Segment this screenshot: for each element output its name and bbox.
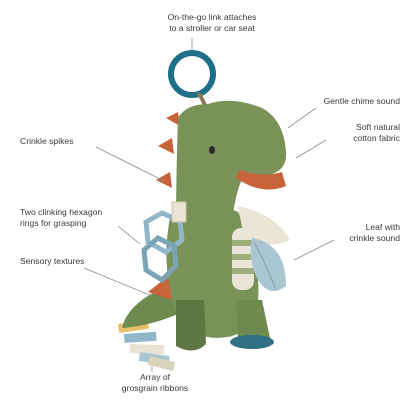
callout-ribbons-line2: grosgrain ribbons	[121, 383, 189, 393]
leaf-icon	[250, 238, 286, 292]
callout-link-line1: On-the-go link attaches	[167, 12, 257, 22]
crinkle-spikes	[148, 112, 180, 300]
callout-link: On-the-go link attaches to a stroller or…	[150, 12, 274, 34]
callout-rings: Two clinking hexagon rings for grasping	[20, 207, 130, 229]
callout-fabric-line1: Soft natural	[356, 122, 400, 132]
callout-rings-line1: Two clinking hexagon	[20, 207, 103, 217]
callout-ribbons-line1: Array of	[139, 372, 171, 382]
callout-fabric-line2: cotton fabric	[353, 133, 400, 143]
callout-leaf-line1: Leaf with	[365, 222, 400, 232]
callout-leaf-line2: crinkle sound	[349, 233, 400, 243]
link-ring-icon	[168, 50, 216, 98]
callout-fabric: Soft natural cotton fabric	[300, 122, 400, 144]
eye-icon	[209, 146, 215, 154]
striped-arm	[232, 228, 254, 290]
right-foot	[230, 335, 274, 349]
callout-textures-line1: Sensory textures	[20, 256, 85, 266]
callout-leaders	[83, 38, 335, 372]
callout-spikes-line1: Crinkle spikes	[20, 136, 74, 146]
callout-chime-line1: Gentle chime sound	[323, 96, 400, 106]
right-leg	[236, 300, 270, 347]
ring-strap	[171, 201, 187, 223]
mouth	[236, 170, 286, 190]
callout-leaf: Leaf with crinkle sound	[310, 222, 400, 244]
head	[176, 100, 287, 226]
callout-chime: Gentle chime sound	[290, 96, 400, 107]
callout-ribbons: Array of grosgrain ribbons	[100, 372, 210, 394]
callout-rings-line2: rings for grasping	[20, 218, 87, 228]
callout-link-line2: to a stroller or car seat	[169, 23, 255, 33]
callout-textures: Sensory textures	[20, 256, 120, 267]
left-leg	[176, 300, 206, 351]
hexagon-ring-icon	[141, 235, 179, 284]
callout-spikes: Crinkle spikes	[20, 136, 110, 147]
